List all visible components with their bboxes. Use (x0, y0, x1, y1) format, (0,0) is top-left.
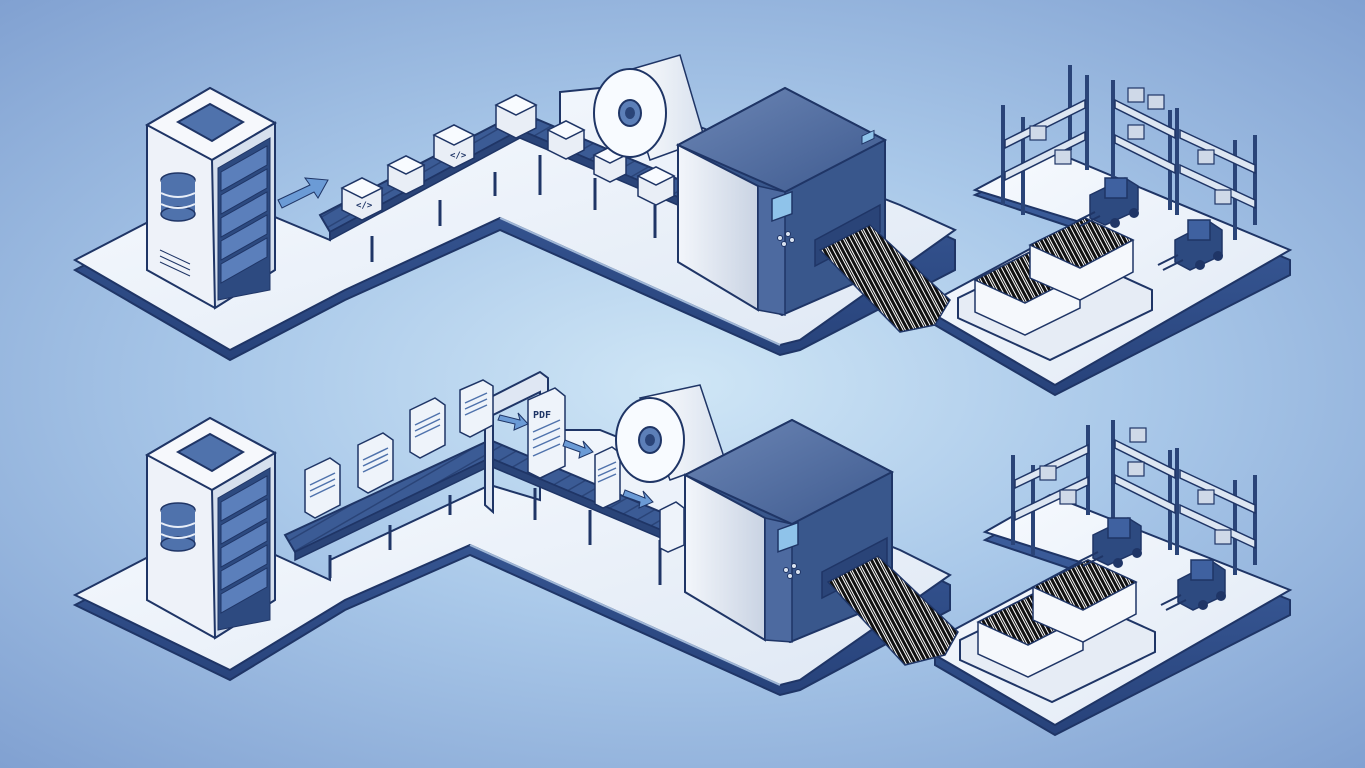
shelf-boxes (1039, 427, 1232, 545)
document-icon (304, 457, 341, 519)
label-printer-bottom (682, 418, 895, 644)
shelving-units (1011, 420, 1257, 575)
arrow-icon (277, 177, 329, 209)
forklift (1074, 177, 1139, 228)
row-top: </> </> (72, 54, 1293, 397)
document-icon (357, 432, 394, 494)
forklift (1157, 219, 1223, 271)
document-icon (659, 501, 685, 553)
flow-arrows (497, 412, 654, 509)
forklift (1077, 517, 1142, 568)
printer-screen (771, 190, 793, 223)
label-roll-bottom (615, 384, 726, 483)
code-box: </> (340, 177, 384, 221)
printer-buttons (783, 563, 801, 579)
barcode-label-strip (818, 224, 951, 333)
pdf-label: PDF (533, 410, 551, 421)
forklift (1160, 559, 1226, 611)
barcode-stacks (957, 217, 1153, 362)
printer-buttons (777, 231, 795, 247)
row-bottom: PDF (72, 370, 1293, 737)
code-icon: </> (356, 201, 373, 211)
document-icon (594, 446, 621, 509)
server-top (144, 86, 278, 310)
warehouse-top (957, 65, 1257, 362)
code-packets: </> </> (340, 94, 676, 221)
shelf-boxes (1029, 87, 1232, 205)
code-box (386, 155, 426, 195)
barcode-stacks (959, 559, 1156, 704)
pdf-document-icon: PDF (527, 387, 566, 479)
server-rack-units (217, 137, 271, 301)
server-rack-units (217, 467, 271, 631)
code-box: </> (432, 124, 476, 169)
document-icon (459, 379, 494, 438)
printer-screen (777, 521, 799, 553)
server-bottom (144, 416, 278, 640)
code-box (546, 120, 586, 160)
barcode-label-strip (826, 555, 959, 666)
database-icon (160, 172, 196, 222)
label-roll-top (593, 54, 706, 161)
code-box (494, 94, 538, 139)
shelving-units (1001, 65, 1257, 240)
document-packets: PDF (304, 379, 685, 553)
document-icon (409, 397, 446, 459)
warehouse-bottom (959, 420, 1257, 704)
code-icon: </> (450, 151, 467, 161)
database-icon (160, 502, 196, 552)
code-box (636, 166, 676, 206)
